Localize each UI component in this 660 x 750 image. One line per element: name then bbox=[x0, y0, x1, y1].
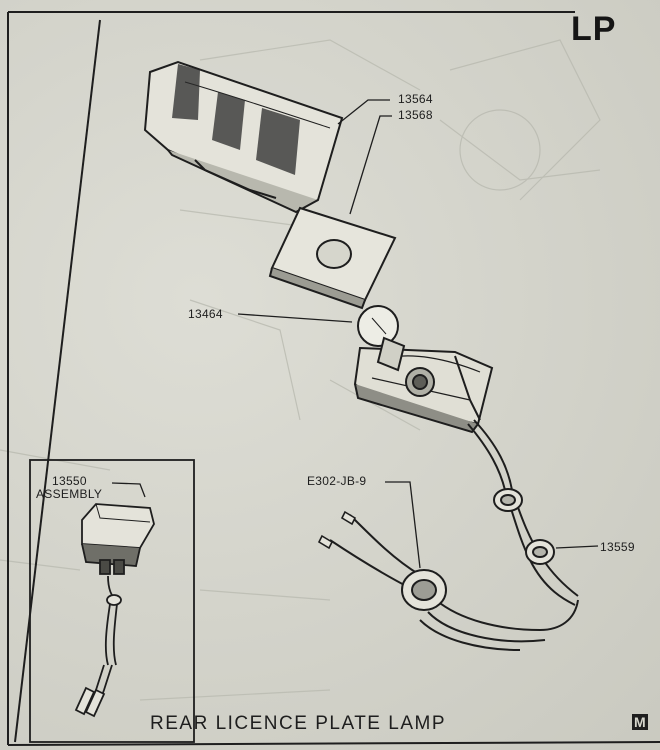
section-code: LP bbox=[571, 10, 617, 48]
assembly-inset-frame bbox=[29, 459, 195, 743]
wiring-harness bbox=[329, 419, 579, 651]
inset-assembly-drawing bbox=[74, 503, 155, 718]
lamp-housing-part bbox=[353, 346, 494, 434]
diagram-caption: REAR LICENCE PLATE LAMP bbox=[150, 713, 447, 734]
corner-mark: M bbox=[632, 714, 648, 730]
callout-grommet-13559: 13559 bbox=[600, 540, 635, 554]
callout-lens-13564: 13564 bbox=[398, 92, 433, 106]
diagram-frame bbox=[7, 11, 660, 746]
callout-gasket-13568: 13568 bbox=[398, 108, 433, 122]
wire-terminals bbox=[317, 510, 357, 550]
callout-wire-e302-jb-9: E302-JB-9 bbox=[307, 474, 367, 488]
inset-assembly-label: ASSEMBLY bbox=[36, 487, 103, 501]
gasket-part bbox=[268, 206, 397, 310]
inset-assembly-number: 13550 bbox=[52, 474, 87, 488]
leader-lines bbox=[111, 99, 599, 569]
callout-bulb-13464: 13464 bbox=[188, 307, 223, 321]
wire-grommet-part bbox=[401, 569, 447, 611]
bulb-part bbox=[357, 305, 406, 372]
lens-part bbox=[143, 60, 344, 214]
bleed-through-ghost bbox=[0, 39, 601, 701]
